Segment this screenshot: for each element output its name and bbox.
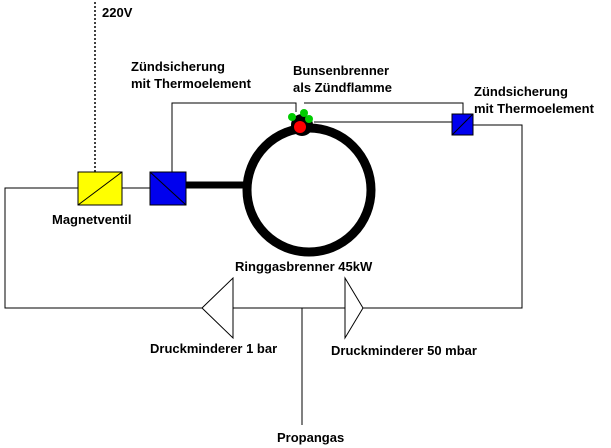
reducer-1bar-label: Druckminderer 1 bar [150,341,277,356]
magnet-valve-label: Magnetventil [52,212,131,227]
right-gas-line [363,124,523,309]
pilot-flame-green-icon [305,115,313,123]
left-gas-line [4,187,205,309]
safety-device-right [451,113,474,136]
reducer-50mbar-label: Druckminderer 50 mbar [331,343,477,358]
safety-left-label-line1: Zündsicherung [131,59,225,74]
ring-burner-label: Ringgasbrenner 45kW [235,259,373,274]
magnet-valve [77,171,123,206]
ring-burner [242,123,376,257]
safety-right-label-line2: mit Thermoelement [474,101,595,116]
safety-left-label-line2: mit Thermoelement [131,76,252,91]
pilot-flame-green-icon [300,109,308,117]
safety-right-label-line1: Zündsicherung [474,84,568,99]
pilot-flame-red-icon [294,121,306,133]
burner-label-line1: Bunsenbrenner [293,63,389,78]
safety-device-left [149,171,187,206]
pressure-reducer-50mbar [344,276,364,340]
pilot-flame-green-icon [288,113,296,121]
propane-label: Propangas [277,430,344,445]
pressure-reducer-1bar [201,276,234,340]
thermocouple-line-right [304,102,464,114]
thermocouple-line-left [171,102,297,172]
burner-label-line2: als Zündflamme [293,80,392,95]
voltage-label: 220V [102,5,133,20]
